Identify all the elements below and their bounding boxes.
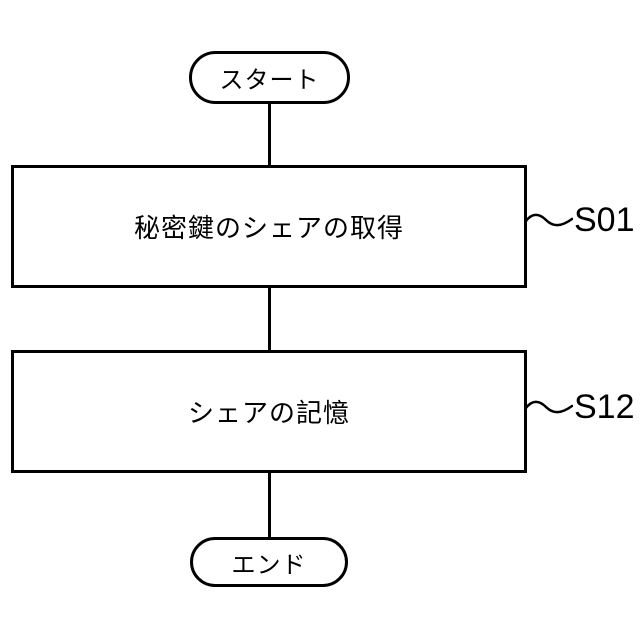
process-box-s12: シェアの記憶 bbox=[11, 350, 527, 473]
process-box-s01-label: 秘密鍵のシェアの取得 bbox=[133, 213, 404, 243]
start-terminal: スタート bbox=[189, 51, 350, 104]
step-label-s01: S01 bbox=[574, 201, 635, 239]
tilde-connector-icon bbox=[525, 400, 573, 414]
flow-connector-start-to-s01 bbox=[268, 102, 271, 166]
start-terminal-label: スタート bbox=[219, 67, 320, 94]
tilde-connector-icon bbox=[525, 213, 573, 227]
flow-connector-s12-to-end bbox=[268, 471, 271, 539]
end-terminal-label: エンド bbox=[231, 551, 307, 579]
step-label-s12: S12 bbox=[574, 388, 635, 426]
process-box-s01: 秘密鍵のシェアの取得 bbox=[11, 165, 527, 288]
end-terminal: エンド bbox=[190, 537, 348, 587]
flow-connector-s01-to-s12 bbox=[268, 286, 271, 352]
process-box-s12-label: シェアの記憶 bbox=[187, 398, 350, 428]
